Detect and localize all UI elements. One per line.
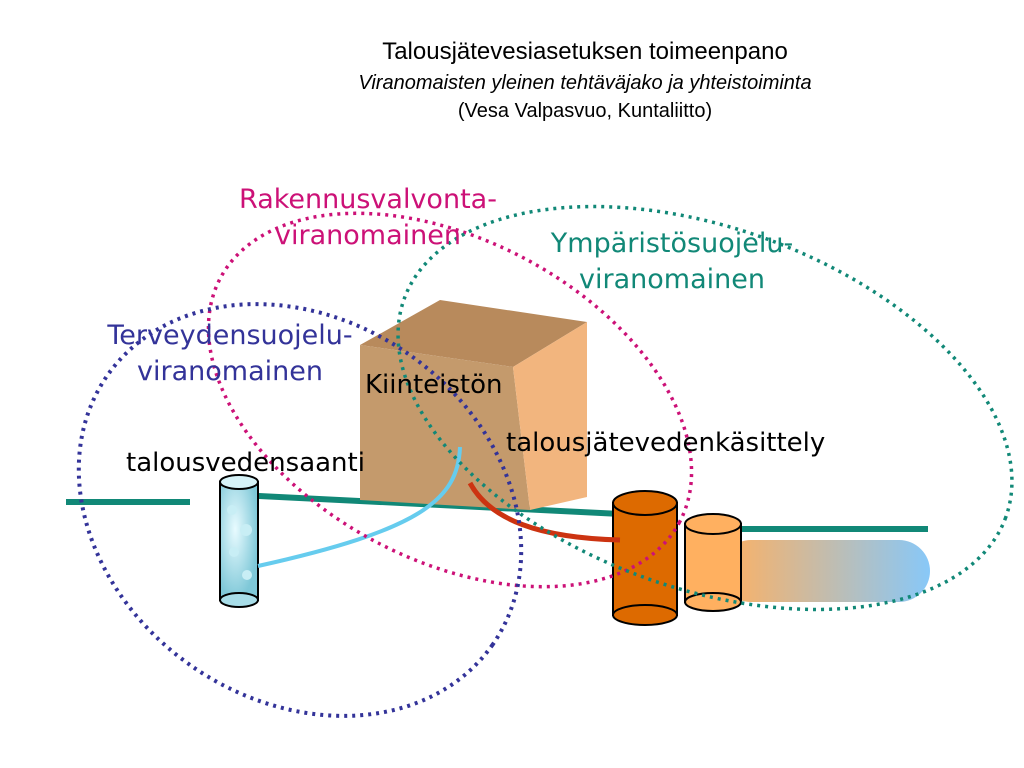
property-label: Kiinteistön	[365, 370, 503, 400]
health-authority-line2: viranomainen	[137, 356, 323, 387]
box-front	[360, 345, 530, 510]
building-authority-line2: viranomainen	[275, 220, 461, 251]
box-top	[360, 300, 587, 367]
slide-title: Talousjätevesiasetuksen toimeenpano	[382, 38, 788, 65]
box-side	[513, 322, 587, 510]
slide-subtitle: Viranomaisten yleinen tehtäväjako ja yht…	[358, 72, 812, 94]
environment-authority-line2: viranomainen	[579, 264, 765, 295]
septic-tank-small	[684, 513, 742, 612]
drain-field	[720, 540, 930, 602]
water-supply-label: talousvedensaanti	[126, 448, 365, 478]
wastewater-line	[467, 481, 621, 543]
health-authority-line1: Terveydensuojelu-	[107, 320, 353, 351]
environment-authority-label: Ympäristösuojelu- viranomainen	[522, 226, 822, 298]
environment-authority-ellipse	[396, 204, 1014, 612]
water-well	[219, 474, 259, 608]
health-authority-ellipse	[76, 302, 524, 718]
septic-tank-large	[612, 490, 678, 626]
building-authority-label: Rakennusvalvonta- viranomainen	[218, 182, 518, 254]
building-authority-line1: Rakennusvalvonta-	[239, 184, 497, 215]
wastewater-label: talousjätevedenkäsittely	[506, 428, 826, 458]
pipe-main	[239, 492, 641, 518]
water-supply-line	[257, 446, 462, 568]
slide-author: (Vesa Valpasvuo, Kuntaliitto)	[457, 100, 713, 122]
property-box	[360, 300, 587, 510]
building-authority-ellipse	[206, 211, 694, 589]
environment-authority-line1: Ympäristösuojelu-	[550, 228, 794, 259]
health-authority-label: Terveydensuojelu- viranomainen	[80, 318, 380, 390]
